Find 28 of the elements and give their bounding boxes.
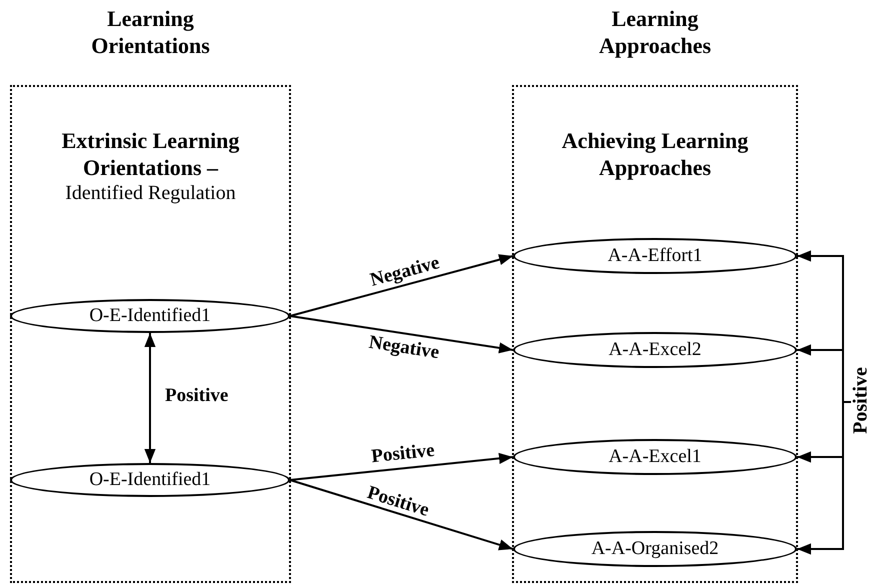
arrow (290, 479, 514, 550)
edge-label: Negative (368, 252, 444, 291)
column-heading: Learning Orientations (90, 5, 211, 59)
variable-ellipse (513, 238, 797, 274)
variable-name: O-E-Identified1 (89, 469, 211, 491)
group-subheading: Identified Regulation (64, 181, 237, 206)
variable-name: A-A-Excel2 (608, 339, 702, 361)
variable-ellipse (513, 332, 797, 368)
arrow (290, 254, 514, 317)
edge-label: Positive (370, 440, 437, 467)
edge-label: Positive (364, 482, 432, 522)
variable-ellipse (10, 299, 290, 333)
column-heading: Learning Approaches (598, 5, 712, 59)
edge-label: Positive (164, 386, 230, 406)
group-heading: Extrinsic Learning Orientations – (60, 127, 240, 181)
variable-name: A-A-Effort1 (608, 245, 702, 267)
arrow (144, 333, 156, 463)
arrow (290, 452, 514, 481)
variable-name: A-A-Excel1 (608, 446, 702, 468)
variable-name: O-E-Identified1 (89, 305, 211, 327)
relation-label: Positive (851, 355, 872, 449)
variable-name: A-A-Organised2 (591, 538, 719, 560)
variable-ellipse (513, 439, 797, 475)
variable-ellipse (513, 531, 797, 567)
group-heading: Achieving Learning Approaches (560, 127, 750, 181)
arrow (290, 315, 514, 354)
edge-label: Negative (366, 332, 442, 364)
variable-ellipse (10, 463, 290, 497)
